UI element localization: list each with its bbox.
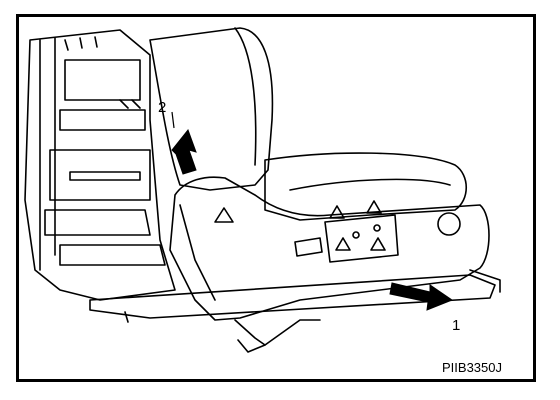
callout-1: 1 <box>452 317 460 334</box>
seat-backrest-cushion <box>149 27 274 191</box>
seat-cushion <box>264 152 468 221</box>
seat-rail <box>89 269 501 353</box>
figure-frame <box>16 14 536 382</box>
seat-back <box>24 29 176 301</box>
seat-side-cover[interactable] <box>169 176 490 321</box>
leader-line-2 <box>171 111 175 129</box>
arrow-2-lift <box>171 128 197 175</box>
arrow-1-pull <box>389 282 454 311</box>
figure-code: PIIB3350J <box>442 360 502 375</box>
callout-2: 2 <box>158 99 166 116</box>
